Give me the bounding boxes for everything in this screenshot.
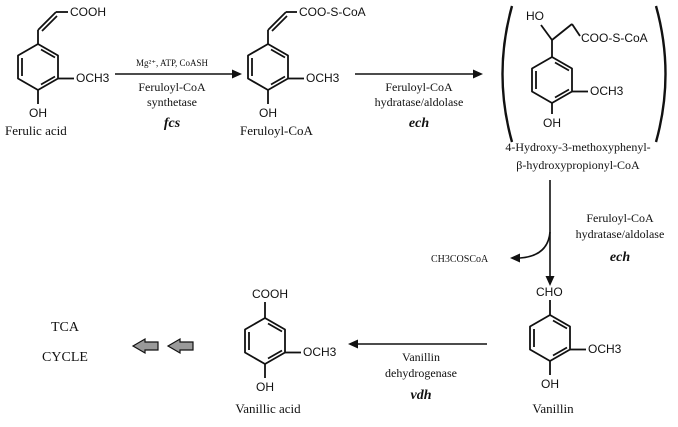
feruloyl-coa-oh: OH xyxy=(259,106,277,120)
hmpcoa-structure: HO COO-S-CoA OCH3 OH xyxy=(526,9,648,130)
hmpcoa-thioester: COO-S-CoA xyxy=(581,31,648,45)
vanillic-acid-cooh: COOH xyxy=(252,287,288,301)
reaction-2-enzyme-line2: hydratase/aldolase xyxy=(375,95,464,109)
right-bracket xyxy=(654,5,667,143)
tca-label: TCA xyxy=(51,320,80,335)
ferulic-acid-cooh: COOH xyxy=(70,5,106,19)
vanillin-och3: OCH3 xyxy=(588,342,622,356)
vanillic-acid-och3: OCH3 xyxy=(303,345,337,359)
vanillin-label: Vanillin xyxy=(532,401,574,416)
reaction-arrow-ech-1 xyxy=(355,69,483,79)
reaction-1-enzyme-line2: synthetase xyxy=(147,95,197,109)
vanillic-acid-oh: OH xyxy=(256,380,274,394)
vanillic-acid-label: Vanillic acid xyxy=(235,401,301,416)
reaction-arrow-ech-2 xyxy=(510,180,555,286)
vanillin-cho: CHO xyxy=(536,285,563,299)
reaction-1-gene: fcs xyxy=(164,116,181,131)
reaction-2-gene: ech xyxy=(409,116,429,131)
feruloyl-coa-structure: COO-S-CoA OCH3 OH xyxy=(247,5,366,120)
hmpcoa-label-line2: β-hydroxypropionyl-CoA xyxy=(516,158,640,172)
feruloyl-coa-thioester: COO-S-CoA xyxy=(299,5,366,19)
feruloyl-coa-och3: OCH3 xyxy=(306,71,340,85)
ferulic-acid-och3: OCH3 xyxy=(76,71,110,85)
reaction-4-gene: vdh xyxy=(411,388,432,403)
ferulic-acid-label: Ferulic acid xyxy=(5,123,67,138)
ferulic-acid-structure: COOH OCH3 OH xyxy=(17,5,110,120)
tca-gray-arrows xyxy=(131,337,194,355)
reaction-2-enzyme-line1: Feruloyl-CoA xyxy=(385,80,453,94)
reaction-3-byproduct: CH3COSCoA xyxy=(431,254,489,265)
vanillin-oh: OH xyxy=(541,377,559,391)
reaction-arrow-vdh xyxy=(348,339,487,349)
reaction-arrow-fcs xyxy=(115,69,242,79)
reaction-3-gene: ech xyxy=(610,250,630,265)
hmpcoa-label-line1: 4-Hydroxy-3-methoxyphenyl- xyxy=(505,140,650,154)
vanillic-acid-structure: COOH OCH3 OH xyxy=(244,287,337,394)
reaction-3-enzyme-line1: Feruloyl-CoA xyxy=(586,211,654,225)
hmpcoa-oh: OH xyxy=(543,116,561,130)
reaction-1-enzyme-line1: Feruloyl-CoA xyxy=(138,80,206,94)
vanillin-structure: CHO OCH3 OH xyxy=(529,285,622,391)
cycle-label: CYCLE xyxy=(42,350,88,365)
reaction-4-enzyme-line2: dehydrogenase xyxy=(385,366,457,380)
reaction-1-cofactors: Mg²⁺, ATP, CoASH xyxy=(136,58,208,68)
feruloyl-coa-label: Feruloyl-CoA xyxy=(240,123,314,138)
ferulic-acid-oh: OH xyxy=(29,106,47,120)
left-bracket xyxy=(501,5,514,143)
reaction-3-enzyme-line2: hydratase/aldolase xyxy=(576,227,665,241)
reaction-4-enzyme-line1: Vanillin xyxy=(402,350,440,364)
hmpcoa-hydroxyl: HO xyxy=(526,9,544,23)
hmpcoa-och3: OCH3 xyxy=(590,84,624,98)
